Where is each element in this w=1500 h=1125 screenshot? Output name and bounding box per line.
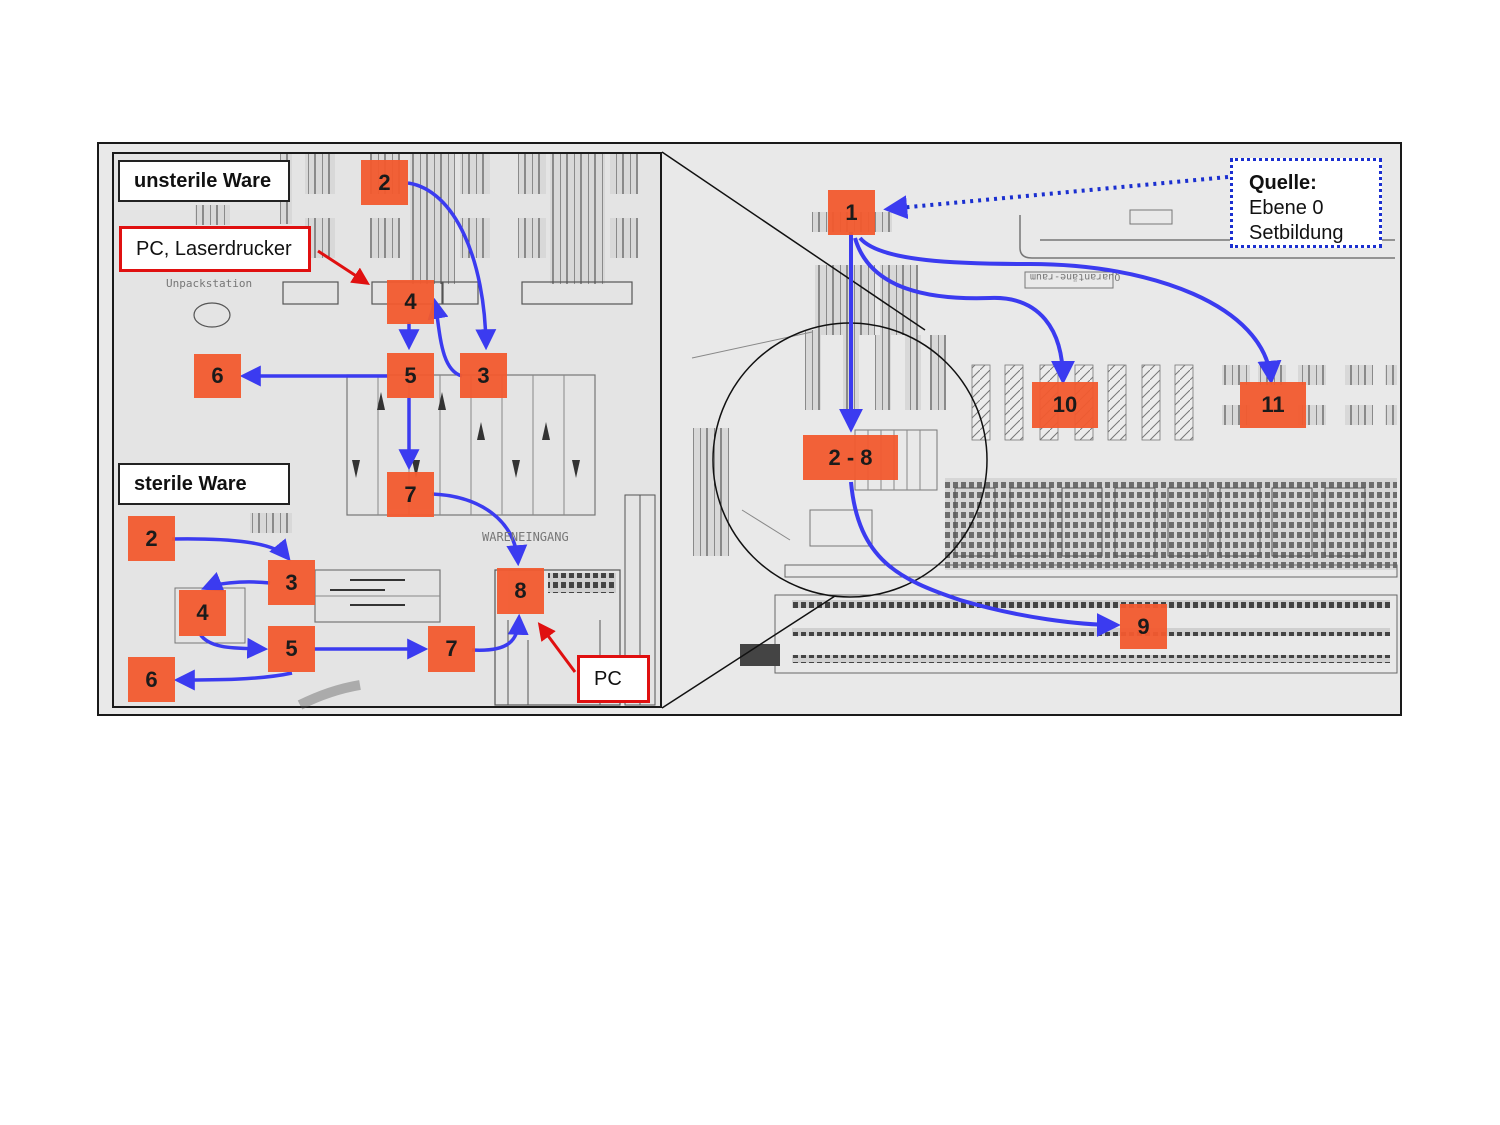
drawing-text-quarantaene: Quarantäne-raum xyxy=(1030,271,1121,282)
drawing-text-wareneingang: WARENEINGANG xyxy=(482,530,569,544)
overview-marker-1: 1 xyxy=(828,190,875,235)
overview-marker-10: 10 xyxy=(1032,382,1098,428)
inset-floorplan xyxy=(174,154,656,710)
callout-arrows xyxy=(317,249,577,673)
label-pc: PC xyxy=(577,655,650,703)
drawing-text-unpackstation: Unpackstation xyxy=(166,277,253,290)
source-arrow xyxy=(883,175,1229,220)
zoom-line-top xyxy=(661,151,926,331)
inset-unsterile-marker-7: 7 xyxy=(387,472,434,517)
inset-unsterile-marker-8: 8 xyxy=(497,568,544,614)
inset-sterile-marker-6: 6 xyxy=(128,657,175,702)
overview-marker-9: 9 xyxy=(1120,604,1167,649)
overview-flow-arrows xyxy=(839,232,1282,637)
source-line-2: Setbildung xyxy=(1249,222,1344,244)
inset-unsterile-marker-6: 6 xyxy=(194,354,241,398)
overview-marker-11: 11 xyxy=(1240,382,1306,428)
inset-sterile-marker-7: 7 xyxy=(428,626,475,672)
inset-unsterile-marker-4: 4 xyxy=(387,280,434,324)
label-unsterile-ware: unsterile Ware xyxy=(118,160,290,202)
inset-unsterile-marker-3: 3 xyxy=(460,353,507,398)
inset-flow-arrows xyxy=(171,181,529,691)
source-line-1: Ebene 0 xyxy=(1249,197,1324,219)
zoom-line-bottom xyxy=(661,595,836,709)
inset-sterile-marker-3: 3 xyxy=(268,560,315,605)
inset-sterile-marker-4: 4 xyxy=(179,590,226,636)
source-box: Quelle: Ebene 0 Setbildung xyxy=(1230,158,1382,248)
label-sterile-ware: sterile Ware xyxy=(118,463,290,505)
overview-marker-2-8: 2 - 8 xyxy=(803,435,898,480)
inset-sterile-marker-5: 5 xyxy=(268,626,315,672)
inset-unsterile-marker-2: 2 xyxy=(361,160,408,205)
label-pc-laserdrucker: PC, Laserdrucker xyxy=(119,226,311,272)
source-title: Quelle: xyxy=(1249,172,1317,194)
inset-sterile-marker-2: 2 xyxy=(128,516,175,561)
inset-unsterile-marker-5: 5 xyxy=(387,353,434,398)
